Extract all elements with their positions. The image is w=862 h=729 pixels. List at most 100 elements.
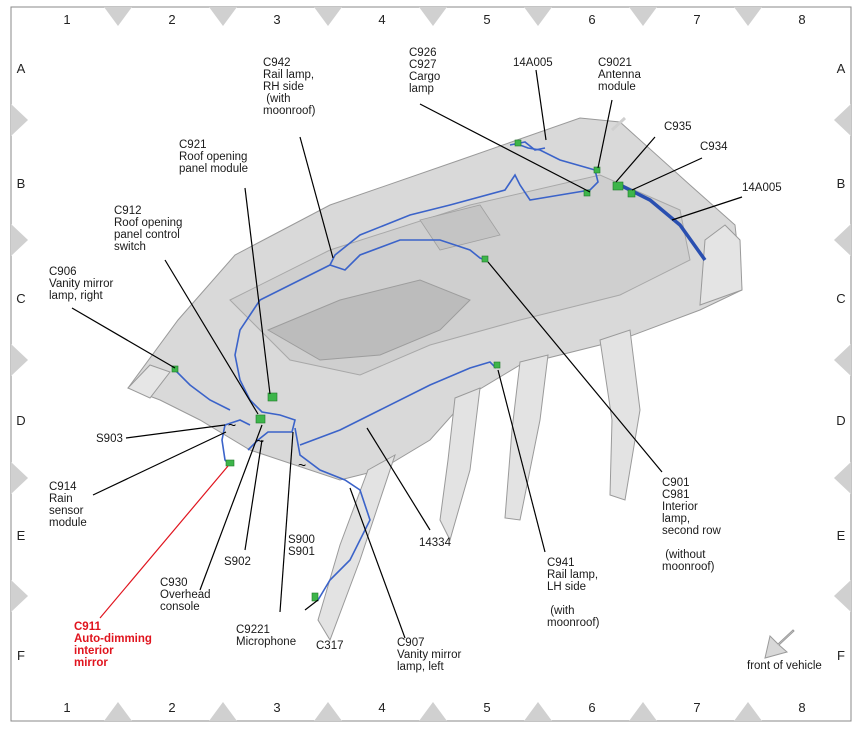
label-c317: C317: [316, 640, 344, 652]
label-c906-line: C906: [49, 266, 77, 278]
grid-col-top-8: 8: [798, 12, 805, 27]
label-c901-line: C901: [662, 477, 690, 489]
grid-markers: [11, 7, 851, 721]
vehicle-roof: [127, 116, 743, 642]
grid-row-right-A: A: [837, 61, 846, 76]
label-a14a005-top-line: 14A005: [513, 57, 553, 69]
splice-s902: ~: [256, 433, 264, 449]
label-c942-line: moonroof): [263, 105, 316, 117]
grid-row-right-C: C: [836, 291, 845, 306]
label-c935-line: C935: [664, 121, 692, 133]
label-c906-line: Vanity mirror: [49, 278, 113, 290]
grid-row-right-D: D: [836, 413, 845, 428]
connector-c921: [267, 392, 278, 402]
grid-row-left-C: C: [16, 291, 25, 306]
label-w14334-line: 14334: [419, 537, 452, 549]
label-c911-line: mirror: [74, 657, 108, 669]
label-c942-line: (with: [263, 93, 290, 105]
label-c926-line: Cargo: [409, 71, 440, 83]
connectors: [171, 139, 636, 602]
label-c901-line: lamp,: [662, 513, 690, 525]
label-c9221-line: Microphone: [236, 636, 296, 648]
wiring-harness: [174, 141, 707, 602]
label-c942-line: RH side: [263, 81, 304, 93]
label-c911-line: interior: [74, 645, 114, 657]
label-c912-line: switch: [114, 241, 146, 253]
grid-col-top-6: 6: [588, 12, 595, 27]
connector-c935: [612, 181, 624, 191]
label-c912-line: panel control: [114, 229, 180, 241]
label-s902-line: S902: [224, 556, 251, 568]
grid-row-left-E: E: [17, 528, 26, 543]
grid-col-top-4: 4: [378, 12, 385, 27]
connector-14a005: [514, 139, 522, 147]
label-s903-line: S903: [96, 433, 123, 445]
label-w14334: 14334: [419, 537, 452, 549]
label-c921-line: C921: [179, 139, 207, 151]
label-c906-line: lamp, right: [49, 290, 103, 302]
label-c941-line: moonroof): [547, 617, 600, 629]
connector-c934: [627, 189, 636, 198]
label-c901-line: second row: [662, 525, 722, 537]
grid-col-top-3: 3: [273, 12, 280, 27]
label-c317-line: C317: [316, 640, 344, 652]
grid-col-top-2: 2: [168, 12, 175, 27]
grid-row-right-E: E: [837, 528, 846, 543]
grid-row-left-D: D: [16, 413, 25, 428]
grid-col-top-1: 1: [63, 12, 70, 27]
grid-row-right-B: B: [837, 176, 846, 191]
connector-c941: [493, 361, 501, 369]
grid-row-left-F: F: [17, 648, 25, 663]
label-c914-line: C914: [49, 481, 77, 493]
label-front-line: front of vehicle: [747, 660, 822, 672]
label-front: front of vehicle: [747, 660, 822, 672]
connector-c911: [225, 459, 235, 467]
label-c930-line: console: [160, 601, 200, 613]
splice-s900: ~: [298, 457, 306, 473]
grid-col-bottom-3: 3: [273, 700, 280, 715]
label-a14a005-right: 14A005: [742, 182, 782, 194]
label-c941-line: (with: [547, 605, 574, 617]
connector-c912: [255, 414, 266, 424]
label-c934-line: C934: [700, 141, 728, 153]
grid-col-bottom-2: 2: [168, 700, 175, 715]
label-c911-line: C911: [74, 621, 101, 633]
label-c907-line: lamp, left: [397, 661, 444, 673]
label-c941-line: LH side: [547, 581, 586, 593]
label-c926-line: C926: [409, 47, 437, 59]
grid-col-bottom-8: 8: [798, 700, 805, 715]
grid-row-left-A: A: [17, 61, 26, 76]
label-c901-line: Interior: [662, 501, 698, 513]
label-s900-line: S900: [288, 534, 315, 546]
label-c914-line: module: [49, 517, 87, 529]
label-c930-line: Overhead: [160, 589, 211, 601]
grid-col-top-7: 7: [693, 12, 700, 27]
grid-col-bottom-5: 5: [483, 700, 490, 715]
label-c912-line: C912: [114, 205, 142, 217]
label-c934: C934: [700, 141, 728, 153]
antenna: [610, 116, 627, 132]
label-c914-line: sensor: [49, 505, 84, 517]
label-c901-line: C981: [662, 489, 690, 501]
label-c912-line: Roof opening: [114, 217, 182, 229]
label-c9021-line: module: [598, 81, 636, 93]
grid-col-bottom-7: 7: [693, 700, 700, 715]
label-c9221-line: C9221: [236, 624, 270, 636]
label-c9021-line: Antenna: [598, 69, 641, 81]
grid-col-bottom-1: 1: [63, 700, 70, 715]
label-c942-line: C942: [263, 57, 291, 69]
label-a14a005-top: 14A005: [513, 57, 553, 69]
label-c941-line: [547, 593, 550, 605]
label-c941-line: C941: [547, 557, 575, 569]
label-c901-line: [662, 537, 665, 549]
connector-c901: [481, 255, 489, 263]
